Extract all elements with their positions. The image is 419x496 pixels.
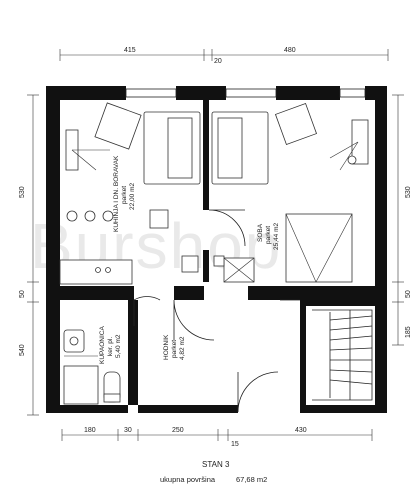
hallway-name: HODNIK — [163, 334, 170, 360]
kitchen-floor: parket — [121, 186, 128, 204]
label-hallway: HODNIK parket 4,82 m2 — [163, 334, 186, 360]
dim-top-3: 480 — [284, 47, 296, 54]
dim-left-2: 50 — [19, 290, 26, 298]
dim-bottom-5: 430 — [295, 427, 307, 434]
dim-right-2: 50 — [405, 290, 412, 298]
dim-right-3: 185 — [405, 326, 412, 338]
bathroom-area: 5,40 m2 — [115, 334, 122, 358]
dim-top-1: 415 — [124, 47, 136, 54]
left-dimension-line: 530 50 540 — [19, 94, 39, 416]
staircase — [312, 309, 373, 401]
total-area-value: 67,68 m2 — [236, 475, 267, 484]
label-bedroom: SOBA parket 25,44 m2 — [257, 223, 280, 250]
interior-walls — [60, 100, 375, 405]
dim-left-1: 530 — [19, 186, 26, 198]
hallway-area: 4,82 m2 — [179, 336, 186, 360]
dim-bottom-3: 250 — [172, 427, 184, 434]
dim-bottom-2: 30 — [124, 427, 132, 434]
label-bathroom: KUPAONICA ker. pl. 5,40 m2 — [99, 326, 122, 364]
living-room-furniture — [59, 102, 201, 285]
kitchen-name: KUHINJA I DN. BORAVAK — [113, 155, 120, 232]
bathroom-fixtures — [63, 329, 121, 405]
total-area-label: ukupna površina — [160, 475, 216, 484]
bottom-dimension-line: 180 30 250 15 430 — [61, 427, 373, 448]
apartment-title: STAN 3 — [202, 460, 230, 469]
kitchen-area: 22,00 m2 — [129, 183, 136, 210]
exterior-walls — [46, 86, 387, 413]
bathroom-floor: ker. pl. — [107, 337, 114, 356]
bedroom-name: SOBA — [257, 223, 264, 242]
bathroom-name: KUPAONICA — [99, 326, 106, 364]
dim-bottom-4: 15 — [231, 441, 239, 448]
dim-top-2: 20 — [214, 58, 222, 65]
hallway-floor: parket — [171, 340, 178, 358]
doors — [133, 209, 300, 413]
label-kitchen: KUHINJA I DN. BORAVAK parket 22,00 m2 — [113, 155, 136, 232]
top-dimension-line: 415 20 480 — [59, 47, 389, 65]
bedroom-furniture — [211, 102, 369, 283]
bedroom-area: 25,44 m2 — [273, 223, 280, 250]
dim-left-3: 540 — [19, 344, 26, 356]
bedroom-floor: parket — [265, 226, 272, 244]
dim-right-1: 530 — [405, 186, 412, 198]
right-dimension-line: 530 50 185 — [392, 94, 412, 346]
dim-bottom-1: 180 — [84, 427, 96, 434]
